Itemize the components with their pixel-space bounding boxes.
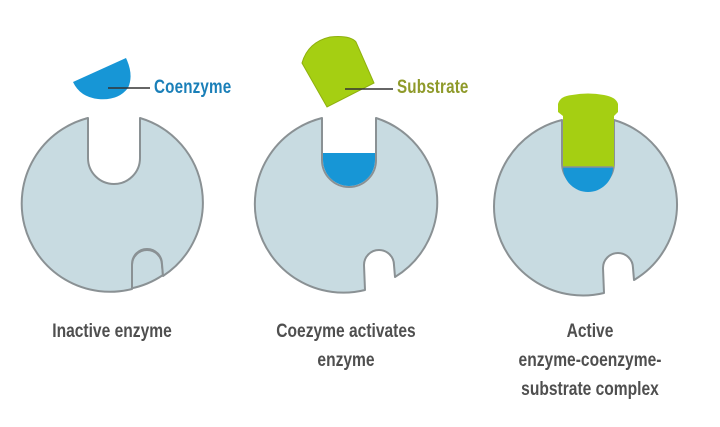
substrate-label: Substrate xyxy=(397,77,469,98)
activated-enzyme xyxy=(253,117,439,294)
coenzyme-label: Coenzyme xyxy=(154,77,232,98)
caption-coenzyme-activates: Coezyme activates enzyme xyxy=(226,317,466,375)
caption-line: Active xyxy=(566,321,614,342)
bound-substrate xyxy=(558,93,618,167)
caption-inactive-enzyme: Inactive enzyme xyxy=(0,317,232,346)
caption-line: Inactive enzyme xyxy=(52,321,172,342)
enzyme-body-main xyxy=(20,117,204,293)
enzyme-body-main xyxy=(253,117,439,294)
bound-coenzyme xyxy=(563,167,613,192)
caption-line: substrate complex xyxy=(521,379,659,400)
inactive-enzyme xyxy=(20,117,204,293)
caption-line: Coezyme activates xyxy=(276,321,416,342)
bound-coenzyme xyxy=(323,153,375,186)
caption-line: enzyme-coenzyme- xyxy=(518,350,662,371)
coenzyme-shape xyxy=(73,58,150,100)
caption-line: enzyme xyxy=(317,350,375,371)
caption-active-complex: Active enzyme-coenzyme- substrate comple… xyxy=(470,317,710,404)
substrate-shape xyxy=(301,36,393,108)
active-complex xyxy=(493,93,679,297)
